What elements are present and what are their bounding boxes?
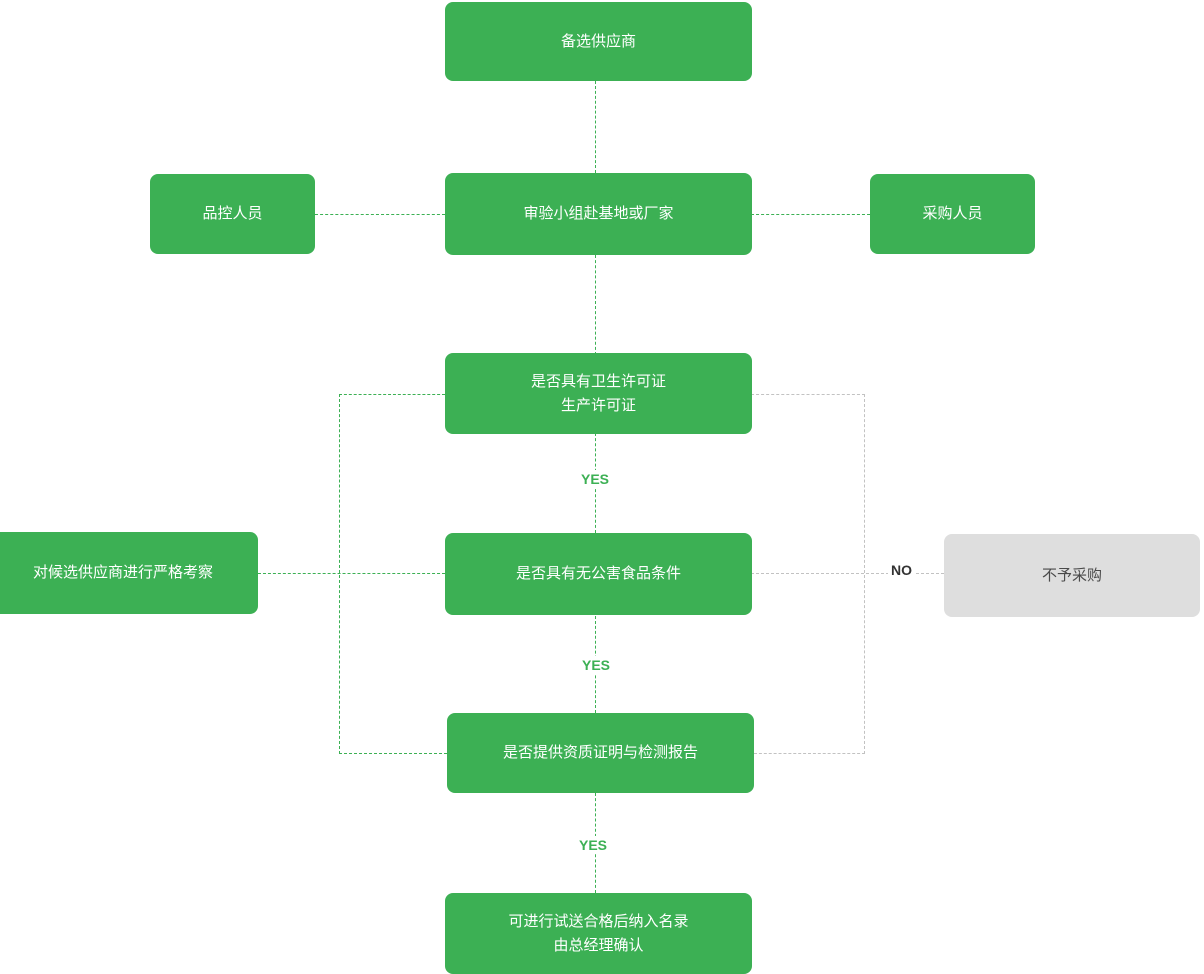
node-buyer[interactable]: 采购人员 xyxy=(870,174,1035,254)
node-inspect-label: 对候选供应商进行严格考察 xyxy=(32,564,213,582)
connector-decision2-to-reject xyxy=(751,573,944,574)
node-buyer-label: 采购人员 xyxy=(922,205,983,223)
node-decision3-label: 是否提供资质证明与检测报告 xyxy=(502,744,698,762)
node-reject[interactable]: 不予采购 xyxy=(944,534,1200,617)
node-approve[interactable]: 可进行试送合格后纳入名录 由总经理确认 xyxy=(445,893,752,974)
node-decision1-label: 是否具有卫生许可证 生产许可证 xyxy=(530,373,666,414)
edge-label-no: NO xyxy=(888,561,915,579)
connector-audit-to-decision1 xyxy=(595,255,596,355)
node-audit[interactable]: 审验小组赴基地或厂家 xyxy=(445,173,752,255)
node-start-label: 备选供应商 xyxy=(560,32,636,50)
connector-inspect-to-decision2 xyxy=(258,573,445,574)
node-audit-label: 审验小组赴基地或厂家 xyxy=(523,205,674,223)
connector-right-bracket-spine xyxy=(864,394,865,754)
node-decision2[interactable]: 是否具有无公害食品条件 xyxy=(445,533,752,615)
connector-left-bracket-spine xyxy=(339,394,340,754)
connector-left-bracket-arm-decision1 xyxy=(339,394,445,395)
node-approve-label: 可进行试送合格后纳入名录 由总经理确认 xyxy=(508,913,689,954)
connector-right-bracket-arm-decision3 xyxy=(754,753,865,754)
node-inspect[interactable]: 对候选供应商进行严格考察 xyxy=(0,532,258,614)
connector-right-bracket-arm-decision1 xyxy=(751,394,865,395)
connector-qcstaff-to-audit xyxy=(315,214,445,215)
node-reject-label: 不予采购 xyxy=(1041,566,1102,584)
node-qc-staff[interactable]: 品控人员 xyxy=(150,174,315,254)
node-decision1[interactable]: 是否具有卫生许可证 生产许可证 xyxy=(445,353,752,434)
connector-left-bracket-arm-decision3 xyxy=(339,753,447,754)
edge-label-yes-1: YES xyxy=(578,470,613,488)
node-decision2-label: 是否具有无公害食品条件 xyxy=(515,565,681,583)
edge-label-yes-3: YES xyxy=(576,836,611,854)
node-start[interactable]: 备选供应商 xyxy=(445,2,752,81)
connector-start-to-audit xyxy=(595,81,596,173)
node-decision3[interactable]: 是否提供资质证明与检测报告 xyxy=(447,713,754,793)
node-qc-staff-label: 品控人员 xyxy=(202,205,263,223)
connector-audit-to-buyer xyxy=(751,214,870,215)
edge-label-yes-2: YES xyxy=(579,656,614,674)
